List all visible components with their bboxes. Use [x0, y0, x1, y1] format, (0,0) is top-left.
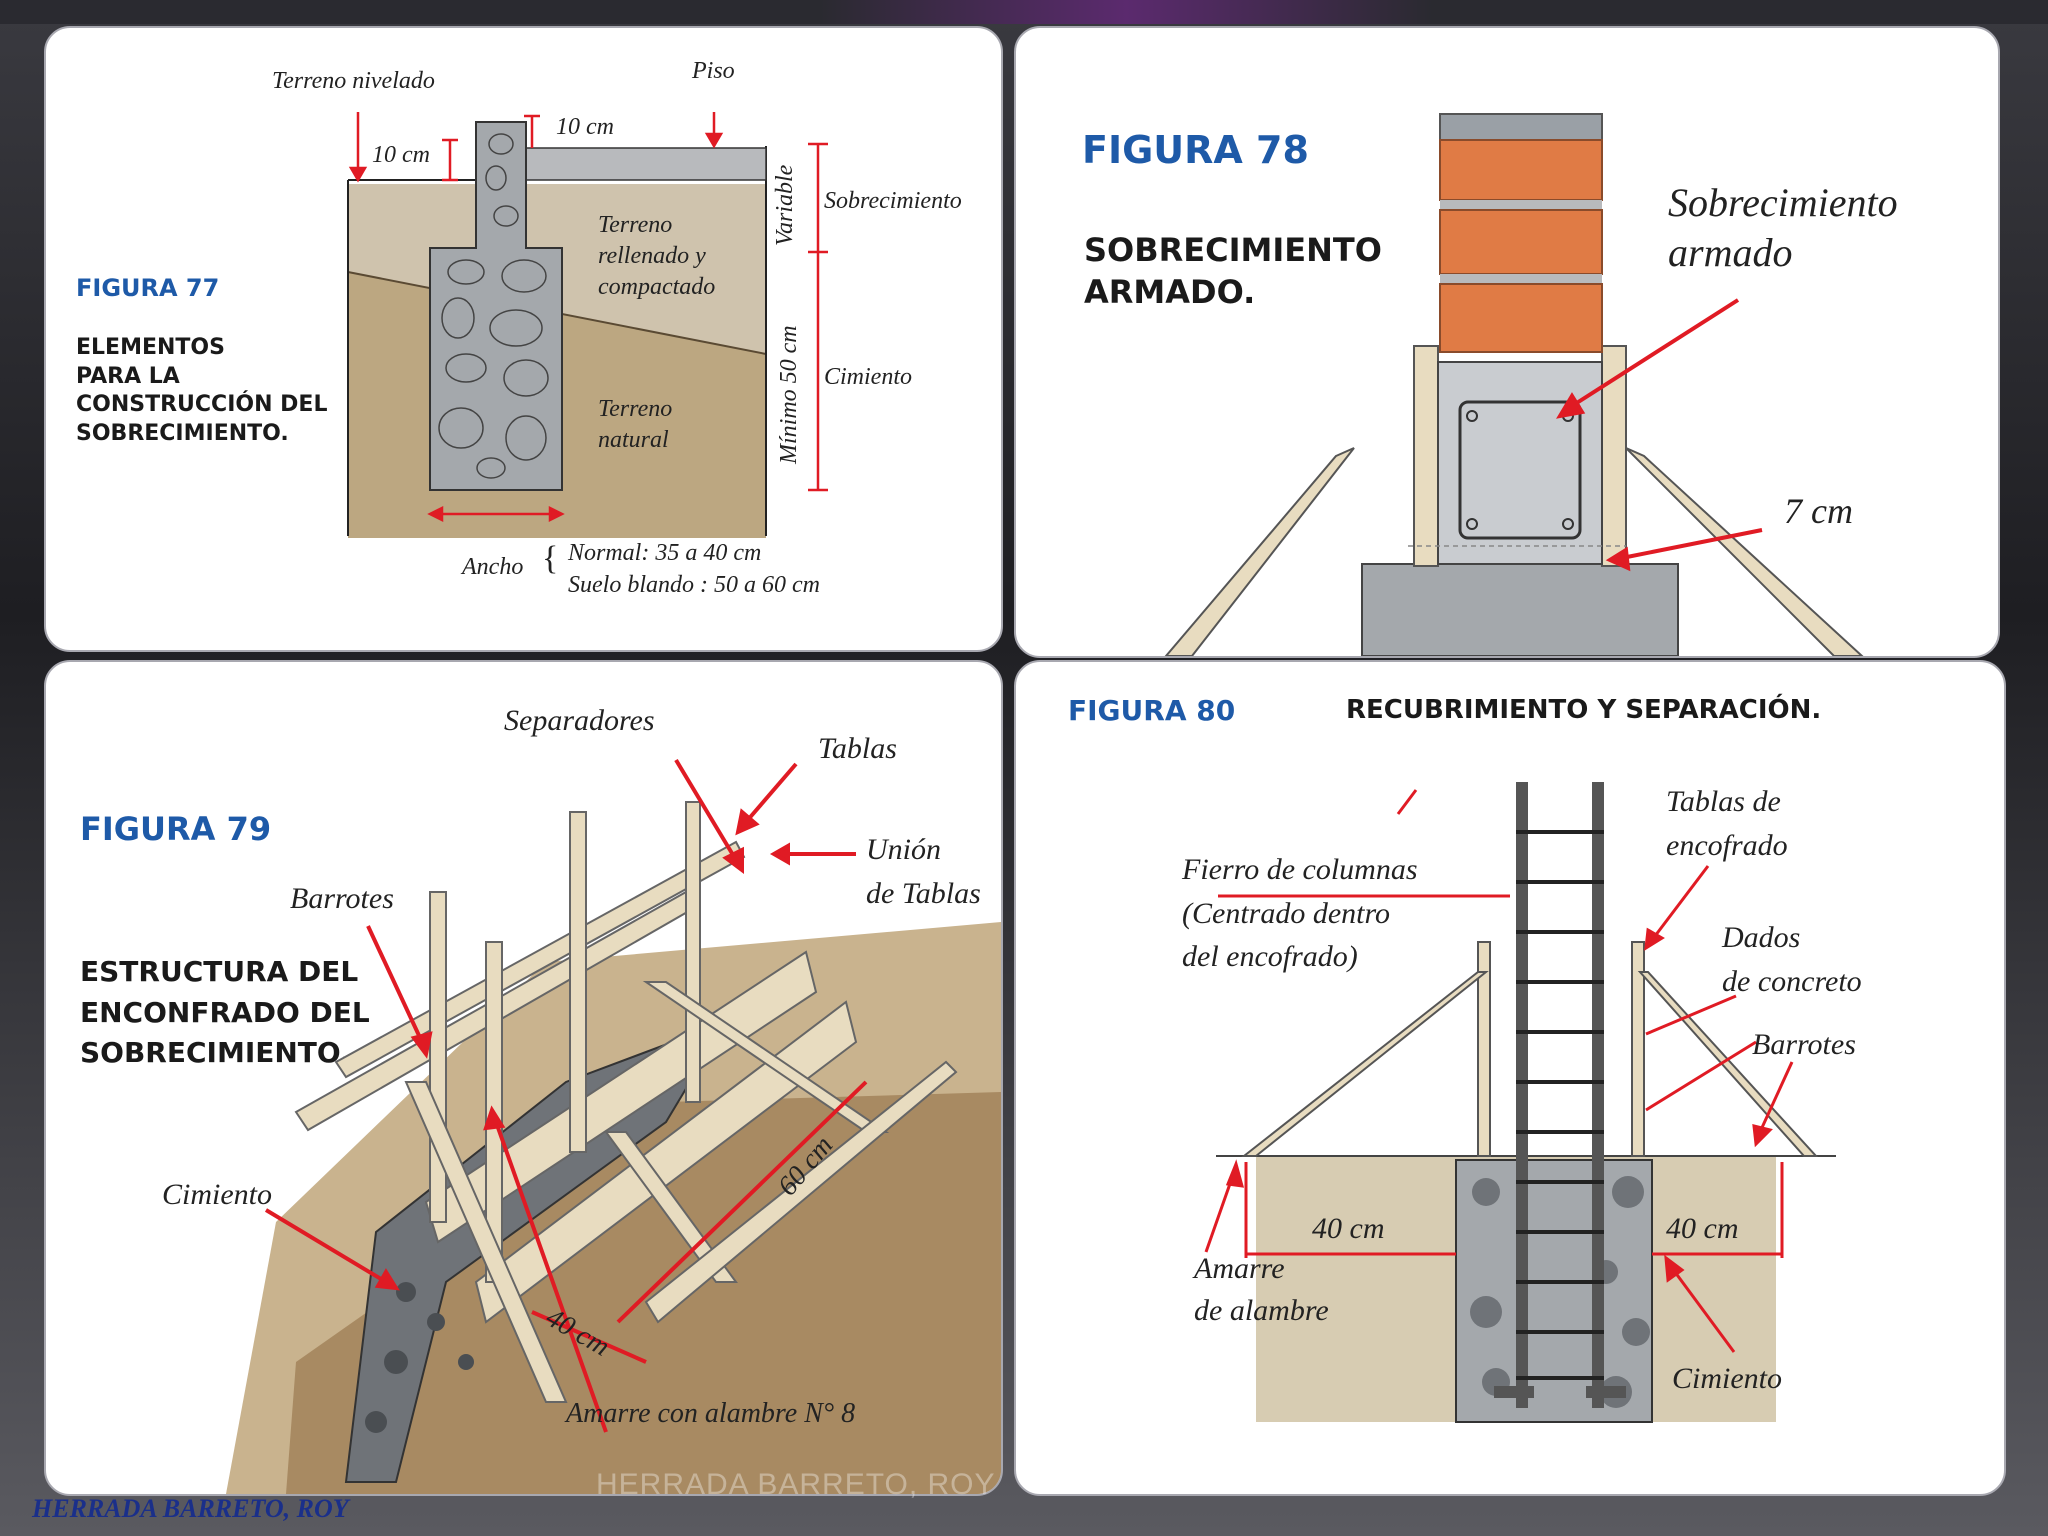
author-footer: HERRADA BARRETO, ROY	[32, 1494, 349, 1523]
label-variable: Variable	[772, 164, 798, 246]
figure-77-title-line: SOBRECIMIENTO.	[76, 420, 289, 446]
label-line: Dados	[1722, 921, 1801, 954]
label-terreno-natural: Terreno natural	[598, 394, 672, 456]
label-line: natural	[598, 427, 669, 454]
label-ancho: Ancho	[462, 554, 524, 580]
label-line: Sobrecimiento	[1668, 180, 1898, 225]
label-normal-width: Normal: 35 a 40 cm	[568, 540, 762, 566]
label-piso: Piso	[692, 58, 735, 84]
figure-80-title: RECUBRIMIENTO Y SEPARACIÓN.	[1346, 695, 1822, 725]
label-separadores: Separadores	[504, 704, 655, 737]
label-line: de concreto	[1722, 964, 1862, 998]
label-amarre-alambre: Amarre con alambre N° 8	[566, 1398, 856, 1429]
figure-79-number: FIGURA 79	[80, 810, 272, 848]
label-cimiento: Cimiento	[824, 364, 912, 390]
watermark-text: HERRADA BARRETO, ROY	[596, 1468, 996, 1501]
figure-78-title-line: ARMADO.	[1084, 272, 1256, 311]
label-line: Unión	[866, 833, 941, 866]
label-line: del encofrado)	[1182, 940, 1358, 973]
label-cimiento: Cimiento	[162, 1178, 272, 1211]
label-tablas-de-encofrado: Tablas de encofrado	[1666, 780, 1788, 867]
figure-77-panel: FIGURA 77 ELEMENTOS PARA LA CONSTRUCCIÓN…	[44, 26, 1003, 652]
figure-77-title-line: ELEMENTOS	[76, 335, 225, 360]
label-line: Fierro de columnas	[1182, 853, 1418, 886]
label-line: rellenado y	[598, 243, 706, 270]
figure-79-panel: FIGURA 79 ESTRUCTURA DEL ENCONFRADO DEL …	[44, 660, 1003, 1496]
figure-79-title-line: ESTRUCTURA DEL	[80, 955, 359, 988]
figure-78-panel: FIGURA 78 SOBRECIMIENTO ARMADO.	[1014, 26, 2000, 658]
figure-77-cross-section-diagram	[347, 112, 828, 538]
top-decorative-stripe	[0, 0, 2048, 24]
figure-78-title-line: SOBRECIMIENTO	[1084, 231, 1382, 269]
label-line: Tablas de	[1666, 785, 1781, 818]
label-sobrecimiento-armado: Sobrecimiento armado	[1668, 178, 1898, 278]
label-sobrecimiento: Sobrecimiento	[824, 188, 962, 214]
label-line: de alambre	[1194, 1294, 1329, 1327]
label-10cm-top: 10 cm	[556, 114, 614, 140]
brace-icon: {	[542, 540, 559, 577]
label-tablas: Tablas	[818, 732, 897, 765]
label-40cm-right: 40 cm	[1666, 1212, 1739, 1245]
figure-78-title: SOBRECIMIENTO ARMADO.	[1084, 230, 1382, 313]
label-minimo-50cm: Mínimo 50 cm	[776, 325, 802, 464]
figure-77-title-line: CONSTRUCCIÓN DEL	[76, 392, 328, 418]
label-7cm: 7 cm	[1784, 491, 1853, 531]
label-line: (Centrado dentro	[1182, 896, 1391, 930]
label-line: Terreno	[598, 396, 673, 422]
figure-80-number: FIGURA 80	[1068, 694, 1236, 727]
label-40cm-left: 40 cm	[1312, 1212, 1385, 1245]
label-10cm-left: 10 cm	[372, 142, 430, 168]
figure-80-panel: FIGURA 80 RECUBRIMIENTO Y SEPARACIÓN.	[1014, 660, 2006, 1496]
label-line: compactado	[598, 274, 716, 301]
label-amarre-de-alambre: Amarre de alambre	[1194, 1248, 1329, 1332]
label-cimiento: Cimiento	[1672, 1362, 1782, 1395]
label-barrotes: Barrotes	[1752, 1028, 1856, 1061]
figure-77-number: FIGURA 77	[76, 274, 220, 302]
figure-80-cover-diagram	[1204, 782, 1836, 1423]
figure-77-title: ELEMENTOS PARA LA CONSTRUCCIÓN DEL SOBRE…	[76, 334, 327, 448]
label-line: armado	[1668, 230, 1793, 275]
label-line: Amarre	[1194, 1252, 1285, 1285]
figure-78-reinforced-diagram	[1164, 113, 1864, 656]
label-line: Terreno	[598, 212, 673, 238]
label-terreno-rellenado: Terreno rellenado y compactado	[598, 210, 715, 304]
figure-79-title-line: ENCONFRADO DEL	[80, 995, 370, 1029]
figure-77-title-line: PARA LA	[76, 363, 180, 389]
label-barrotes: Barrotes	[290, 882, 394, 915]
label-fierro-de-columnas: Fierro de columnas (Centrado dentro del …	[1182, 848, 1418, 979]
figure-79-title-line: SOBRECIMIENTO.	[80, 1036, 351, 1070]
label-union-de-tablas: Unión de Tablas	[866, 828, 981, 915]
label-terreno-nivelado: Terreno nivelado	[272, 68, 435, 94]
figure-78-number: FIGURA 78	[1082, 128, 1309, 172]
figure-79-title: ESTRUCTURA DEL ENCONFRADO DEL SOBRECIMIE…	[80, 952, 370, 1074]
label-line: encofrado	[1666, 828, 1788, 862]
label-dados-de-concreto: Dados de concreto	[1722, 916, 1862, 1003]
figure-79-formwork-diagram	[226, 758, 1001, 1494]
label-suelo-blando-width: Suelo blando : 50 a 60 cm	[568, 572, 820, 598]
label-line: de Tablas	[866, 876, 981, 910]
